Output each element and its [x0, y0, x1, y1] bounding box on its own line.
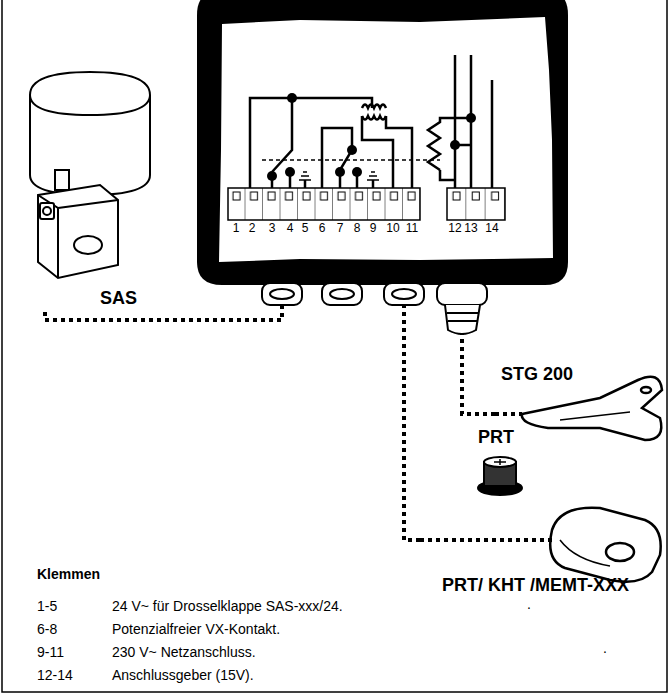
- terminal-description: 12-14: [37, 667, 73, 683]
- probe-sensor: [522, 377, 662, 440]
- wall-sensor: PRT/ KHT /MEMT-XXX: [420, 505, 664, 600]
- damper-actuator: [30, 72, 150, 278]
- control-housing: [197, 0, 568, 285]
- probe-sensor: STG 200: [495, 360, 664, 450]
- terminal-number: 4: [287, 222, 294, 236]
- terminal-number: 10: [386, 222, 399, 236]
- terminal-number: 14: [485, 222, 498, 236]
- terminal-description: 1-5: [37, 598, 57, 614]
- terminal-number: 5: [302, 222, 309, 236]
- terminal-number: 9: [370, 222, 377, 236]
- cable-connection: [404, 285, 420, 540]
- stray-mark: .: [603, 640, 607, 656]
- terminal-number: 7: [337, 222, 344, 236]
- terminal-description: 230 V~ Netzanschluss.: [112, 644, 256, 660]
- device-label: SAS: [100, 288, 137, 309]
- junction-dots: [267, 93, 476, 181]
- table-heading: Klemmen: [37, 566, 100, 582]
- terminal-number: 3: [269, 222, 276, 236]
- room-sensor-knob: [478, 457, 522, 495]
- terminal-number: 8: [354, 222, 361, 236]
- terminal-number: 11: [406, 222, 418, 236]
- cable-stub: [495, 412, 522, 416]
- terminal-description: 9-11: [37, 644, 64, 660]
- terminal-description: Potenzialfreier VX-Kontakt.: [112, 621, 280, 637]
- damper-actuator: SAS: [28, 70, 156, 312]
- cable-stub: [420, 538, 552, 542]
- room-sensor: PRT: [468, 425, 532, 497]
- terminal-strip: [228, 188, 420, 220]
- terminal-number: 1: [233, 222, 240, 236]
- control-housing: 1234567891011121314: [197, 0, 568, 285]
- device-label: STG 200: [501, 364, 573, 385]
- cable-gland: [262, 283, 487, 334]
- cable-connection: [45, 285, 282, 320]
- stray-mark: .: [527, 596, 531, 612]
- internal-wiring: [250, 55, 492, 188]
- terminal-strip: [447, 188, 505, 220]
- terminal-description: Anschlussgeber (15V).: [112, 667, 254, 683]
- terminal-description: 6-8: [37, 621, 57, 637]
- terminal-description: 24 V~ für Drosselklappe SAS-xxx/24.: [112, 598, 343, 614]
- terminal-number: 13: [464, 222, 477, 236]
- terminal-number: 2: [249, 222, 256, 236]
- device-label: PRT/ KHT /MEMT-XXX: [442, 575, 629, 596]
- earth-symbol: [299, 172, 379, 180]
- terminal-number: 6: [319, 222, 326, 236]
- terminal-number: 12: [448, 222, 461, 236]
- device-label: PRT: [478, 427, 514, 448]
- wall-sensor: [550, 508, 661, 582]
- mechanical-linkage: [262, 159, 440, 161]
